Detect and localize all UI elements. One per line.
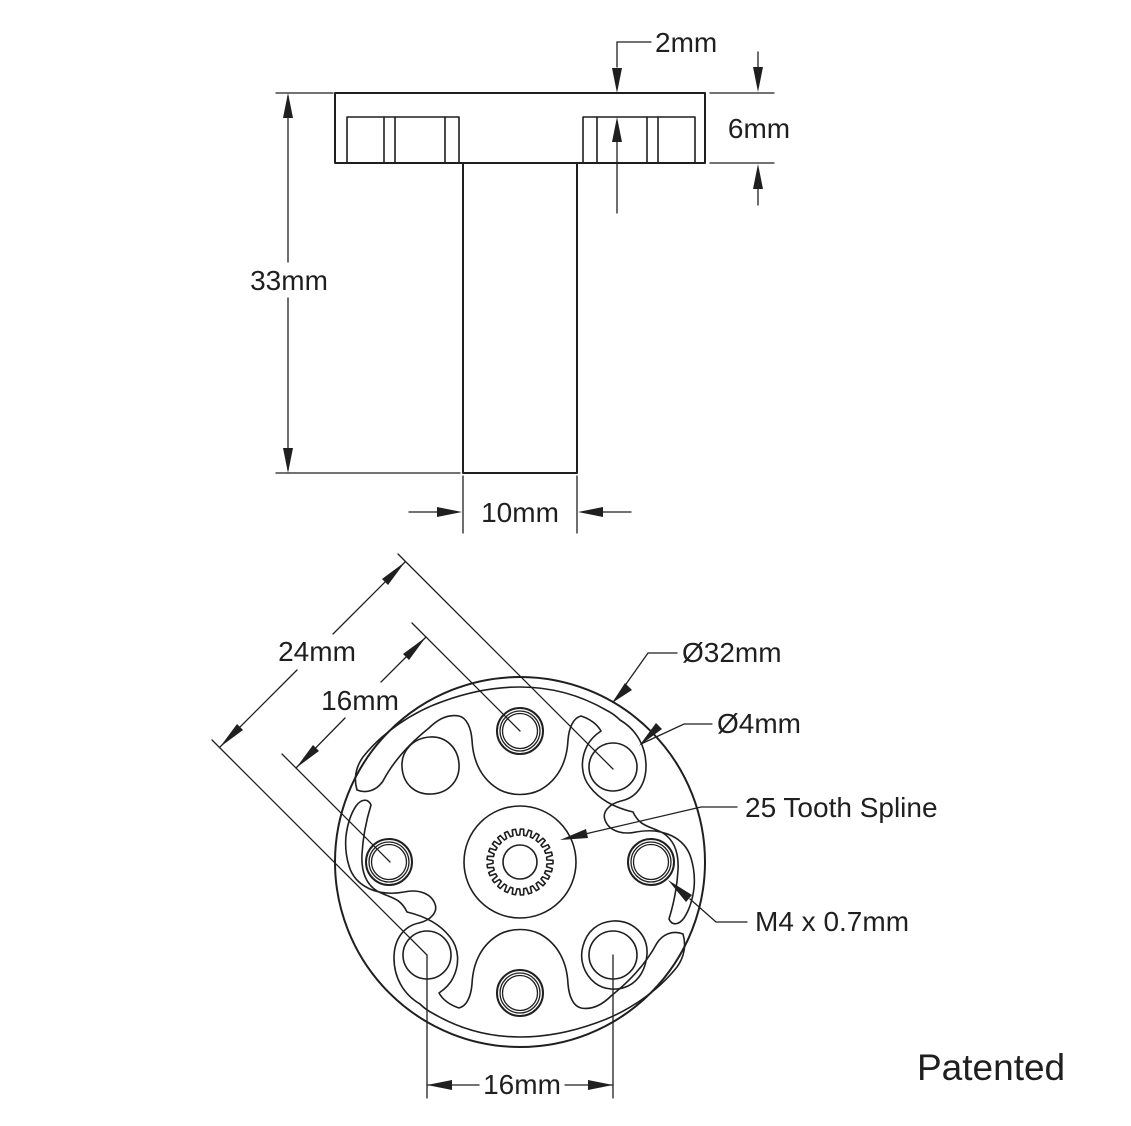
dim-label-2mm: 2mm — [655, 27, 717, 58]
label-outer-diameter: Ø32mm — [682, 637, 782, 668]
outer-rim-circle — [334, 676, 706, 1048]
pocket-serpentine-lower — [344, 799, 686, 1038]
callout-through-hole: Ø4mm — [639, 708, 801, 746]
pocket-lobe-bottom-right — [580, 920, 648, 990]
spline-teeth — [486, 828, 554, 896]
center-boss-circle — [463, 805, 577, 919]
dim-label-24mm: 24mm — [278, 636, 356, 667]
counterbore-left — [346, 116, 460, 164]
through-hole-top-right — [588, 742, 638, 792]
flange-outline — [334, 92, 706, 164]
dim-overall-length: 33mm — [250, 92, 461, 474]
threaded-hole-bottom — [496, 969, 544, 1017]
pocket-serpentine-upper — [354, 686, 696, 925]
dim-diagonal-16mm: 16mm — [281, 622, 521, 863]
threaded-hole-left — [365, 838, 413, 886]
label-thread: M4 x 0.7mm — [755, 906, 909, 937]
threaded-hole-right — [627, 838, 675, 886]
side-view: 2mm 6mm 33mm 10mm — [250, 27, 790, 534]
dim-shaft-diameter: 10mm — [408, 475, 632, 534]
front-view: 24mm 16mm 16mm Ø32mm Ø4mm — [211, 553, 938, 1100]
label-through-hole: Ø4mm — [717, 708, 801, 739]
label-spline: 25 Tooth Spline — [745, 792, 938, 823]
dim-label-16mm-bottom: 16mm — [483, 1069, 561, 1100]
shaft-outline — [462, 162, 578, 474]
callout-thread: M4 x 0.7mm — [668, 880, 909, 937]
callout-outer-diameter: Ø32mm — [612, 637, 782, 703]
dim-label-16mm-diagonal: 16mm — [321, 685, 399, 716]
dim-label-10mm: 10mm — [481, 497, 559, 528]
patented-text: Patented — [917, 1047, 1065, 1088]
pocket-blob-upper-left — [401, 736, 460, 795]
dim-label-33mm: 33mm — [250, 265, 328, 296]
dim-flange-thickness: 6mm — [709, 51, 790, 206]
dim-step-depth: 2mm — [612, 27, 717, 214]
dim-bottom-16mm: 16mm — [426, 954, 614, 1100]
threaded-hole-top — [496, 707, 544, 755]
dim-diagonal-24mm: 24mm — [211, 553, 614, 956]
dim-label-6mm: 6mm — [728, 113, 790, 144]
callout-spline: 25 Tooth Spline — [560, 792, 938, 840]
spline-bore-circle — [502, 844, 538, 880]
counterbore-right — [582, 116, 696, 164]
